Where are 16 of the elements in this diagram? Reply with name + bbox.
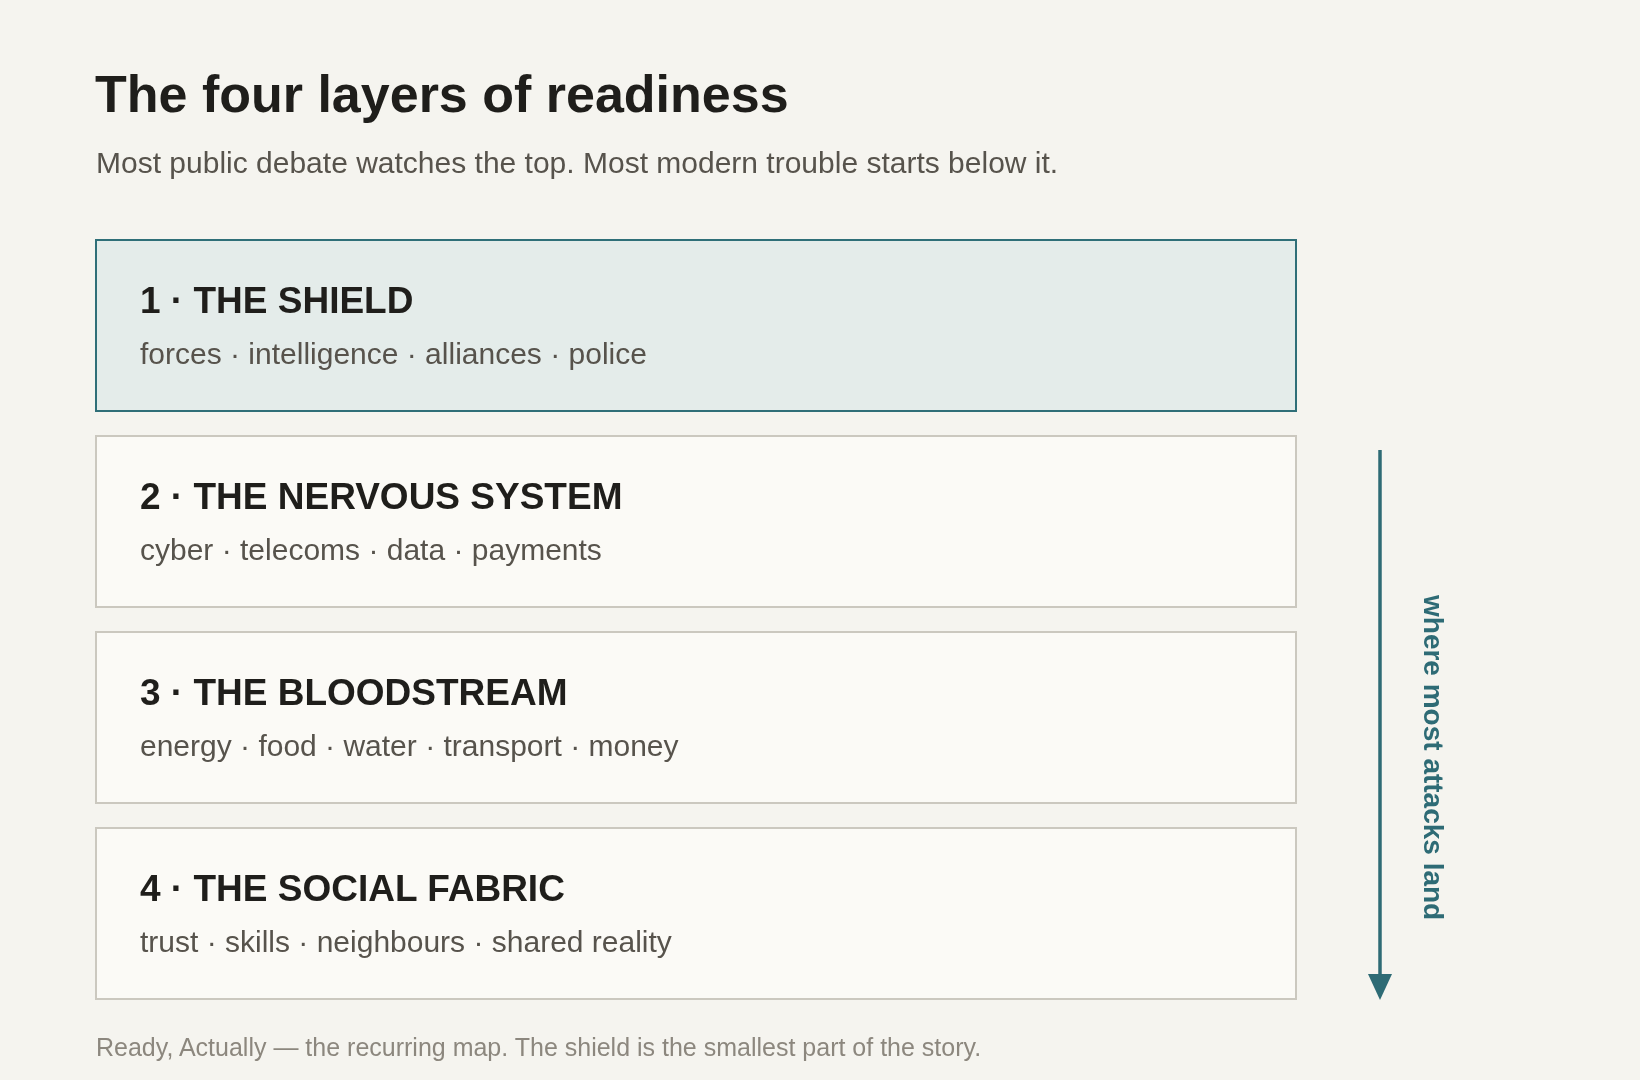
title: The four layers of readiness bbox=[95, 64, 789, 125]
layer-box bbox=[95, 631, 1297, 804]
subtitle: Most public debate watches the top. Most modern trouble starts below it. bbox=[96, 145, 1059, 181]
layer-items: trust · skills · neighbours · shared reality bbox=[140, 924, 673, 960]
layer-heading: 3 · THE BLOODSTREAM bbox=[140, 671, 569, 715]
caption: Ready, Actually — the recurring map. The shield is the smallest part of the story. bbox=[96, 1032, 982, 1062]
layer-heading: 1 · THE SHIELD bbox=[140, 279, 415, 323]
layer-items: forces · intelligence · alliances · police bbox=[140, 336, 648, 372]
layer-heading: 2 · THE NERVOUS SYSTEM bbox=[140, 475, 624, 519]
layer-box bbox=[95, 827, 1297, 1000]
layer-box bbox=[95, 239, 1297, 412]
arrow-label: where most attacks land bbox=[1417, 595, 1450, 921]
layer-items: cyber · telecoms · data · payments bbox=[140, 532, 603, 568]
layer-box bbox=[95, 435, 1297, 608]
layer-heading: 4 · THE SOCIAL FABRIC bbox=[140, 867, 566, 911]
layer-items: energy · food · water · transport · money bbox=[140, 728, 680, 764]
